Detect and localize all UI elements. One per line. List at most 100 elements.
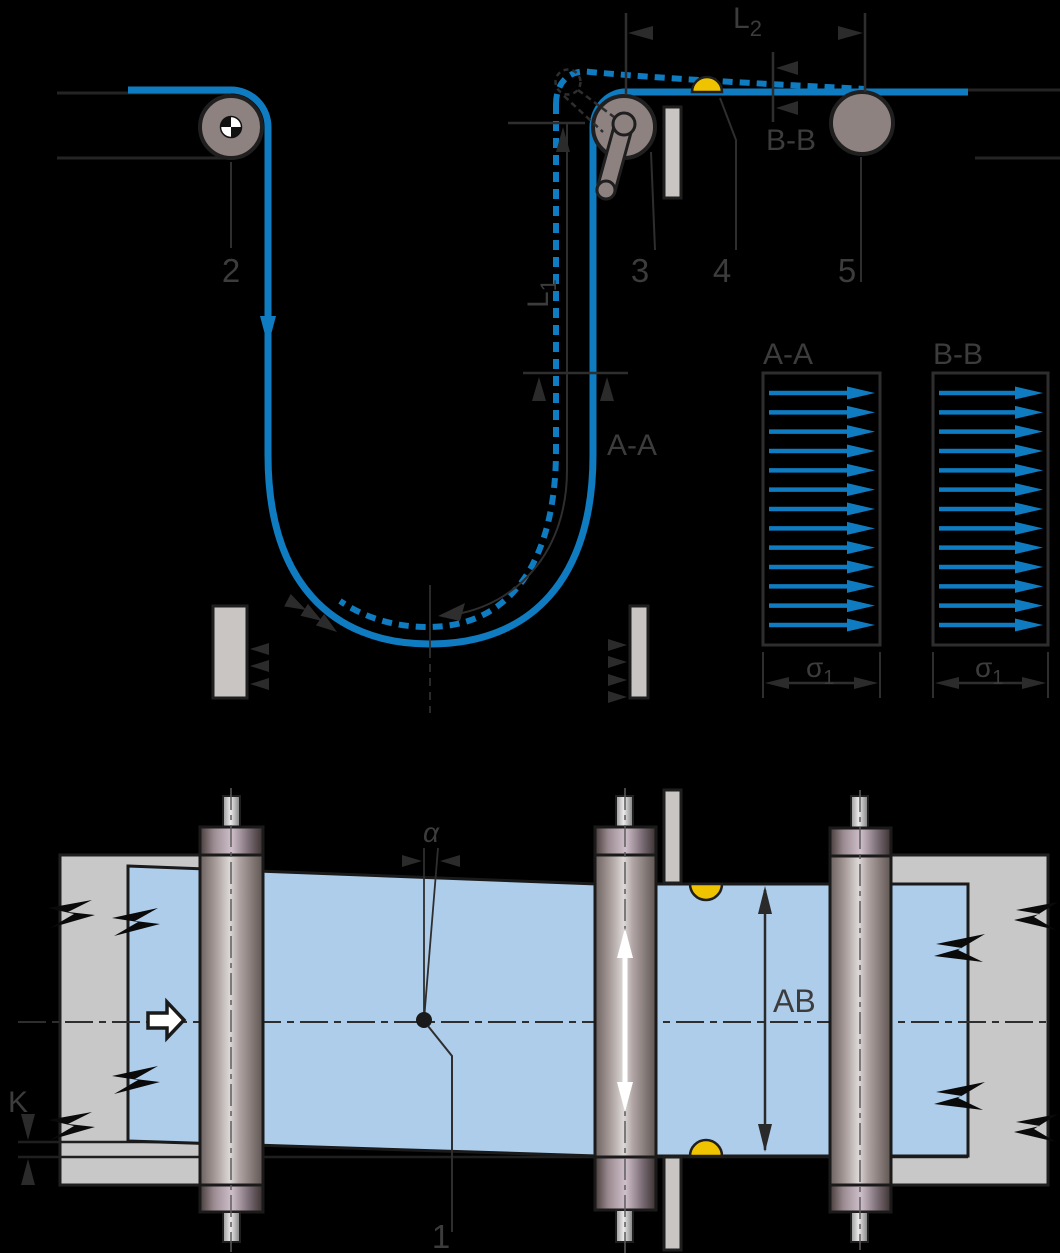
stress-arrow-head-icon xyxy=(847,618,875,632)
leader-1 xyxy=(427,1025,453,1232)
stress-arrow-head-icon xyxy=(847,386,875,400)
break-mark xyxy=(48,900,95,928)
leader-4 xyxy=(719,97,737,250)
edge-sensor-icon xyxy=(688,1138,724,1158)
dim-arrow-down-icon xyxy=(758,1124,772,1152)
label-section-bb: B-B xyxy=(766,124,816,157)
break-mark xyxy=(934,934,985,962)
crank-alt-link xyxy=(577,89,615,118)
dim-arrow-right-icon xyxy=(402,855,422,867)
stress-arrow-head-icon xyxy=(1015,444,1043,458)
axial-arrow-down-icon xyxy=(617,1082,633,1112)
dim-arrow-down-icon xyxy=(21,1114,35,1140)
stress-arrow-head-icon xyxy=(847,405,875,419)
stress-arrow-head-icon xyxy=(1015,599,1043,613)
dim-arrow-right-icon xyxy=(838,26,863,40)
stress-arrow-head-icon xyxy=(847,560,875,574)
airflow-arrow-icon xyxy=(284,593,306,610)
dim-arrow-left-icon xyxy=(935,677,959,689)
stress-arrow-head-icon xyxy=(1015,579,1043,593)
dim-arrow-right-icon xyxy=(1022,677,1046,689)
air-nozzles xyxy=(211,593,650,703)
dimension-alpha: α xyxy=(402,817,460,1021)
dim-arrow-up-icon xyxy=(758,886,772,914)
break-mark xyxy=(934,1082,985,1110)
airflow-arrow-icon xyxy=(608,674,627,686)
airflow-arrow-icon xyxy=(608,656,627,668)
dim-arrow-left-icon xyxy=(440,855,460,867)
axial-arrow-up-icon xyxy=(617,928,633,958)
plan-roller-right xyxy=(828,790,893,1250)
stress-arrow-head-icon xyxy=(1015,463,1043,477)
label-k: K xyxy=(8,1086,28,1119)
sensor-bracket-top xyxy=(662,788,683,885)
stress-arrow-head-icon xyxy=(1015,386,1043,400)
stress-arrow-head-icon xyxy=(847,425,875,439)
stress-arrow-head-icon xyxy=(1015,521,1043,535)
label-roller-2: 2 xyxy=(222,252,240,289)
label-sensor-4: 4 xyxy=(713,252,731,289)
airflow-arrow-icon xyxy=(250,660,269,672)
center-mark-quadrant xyxy=(220,116,231,127)
label-roller-5: 5 xyxy=(838,252,856,289)
alpha-line xyxy=(423,847,439,1021)
stress-arrow-head-icon xyxy=(847,502,875,516)
stress-arrow-head-icon xyxy=(1015,541,1043,555)
label-roller-3: 3 xyxy=(631,252,649,289)
air-box-right xyxy=(628,604,650,700)
airflow-arrow-icon xyxy=(250,643,269,655)
airflow-arrow-icon xyxy=(315,613,337,632)
dim-arrow-up-icon xyxy=(21,1159,35,1185)
stress-diagrams: A-A σ1 B-B σ1 xyxy=(761,338,1050,698)
crank-end xyxy=(595,179,617,201)
edge-sensor-icon xyxy=(690,75,724,94)
section-view-arrow-icon xyxy=(776,61,798,75)
airflow-arrow-icon xyxy=(608,691,627,703)
airflow-arrow-icon xyxy=(300,603,322,621)
plan-roller-left xyxy=(198,788,265,1252)
stress-arrow-head-icon xyxy=(1015,502,1043,516)
web-travel-arrow-icon xyxy=(146,997,187,1043)
label-l1: L1 xyxy=(522,279,561,308)
stress-section-bb: B-B σ1 xyxy=(931,338,1050,698)
label-ab: AB xyxy=(773,983,816,1019)
break-mark xyxy=(112,1066,160,1094)
label-alpha: α xyxy=(423,817,440,848)
label-section-aa: A-A xyxy=(607,429,657,462)
break-mark xyxy=(1014,902,1058,930)
roller-2 xyxy=(198,94,264,160)
plan-view: AB α 1 K xyxy=(8,788,1058,1253)
stress-section-aa: A-A σ1 xyxy=(761,338,882,698)
dancer-travel-arrow-icon xyxy=(438,603,465,621)
web-path-solid xyxy=(128,86,968,648)
stress-arrow-head-icon xyxy=(847,444,875,458)
stress-title-aa: A-A xyxy=(763,338,813,371)
label-sigma1: σ1 xyxy=(806,652,834,689)
center-mark-quadrant xyxy=(231,127,242,138)
web-direction-arrow-icon xyxy=(260,316,276,346)
stress-arrow-head-icon xyxy=(1015,425,1043,439)
stress-arrow-head-icon xyxy=(847,541,875,555)
sensor-bracket-bottom xyxy=(662,1155,683,1252)
stress-arrow-head-icon xyxy=(847,579,875,593)
crank-hub xyxy=(611,111,637,137)
dim-arrow-left-icon xyxy=(628,26,653,40)
stress-arrow-head-icon xyxy=(1015,483,1043,497)
air-box-left xyxy=(211,604,249,700)
dim-arrow-right-icon xyxy=(854,677,878,689)
break-mark xyxy=(48,1112,95,1140)
stress-arrow-head-icon xyxy=(1015,618,1043,632)
break-mark xyxy=(1014,1114,1058,1142)
section-view-arrow-icon xyxy=(532,377,546,401)
airflow-arrow-icon xyxy=(608,639,627,651)
roller-3-crank xyxy=(591,94,657,201)
roller-5-body xyxy=(829,90,895,156)
crank-alt-link xyxy=(563,95,604,133)
stress-frame xyxy=(761,371,882,647)
stress-title-bb: B-B xyxy=(933,338,983,371)
dimension-ab: AB xyxy=(758,886,816,1152)
leader-3 xyxy=(650,151,656,251)
stress-arrow-head-icon xyxy=(847,599,875,613)
stress-arrows-0 xyxy=(769,386,875,632)
